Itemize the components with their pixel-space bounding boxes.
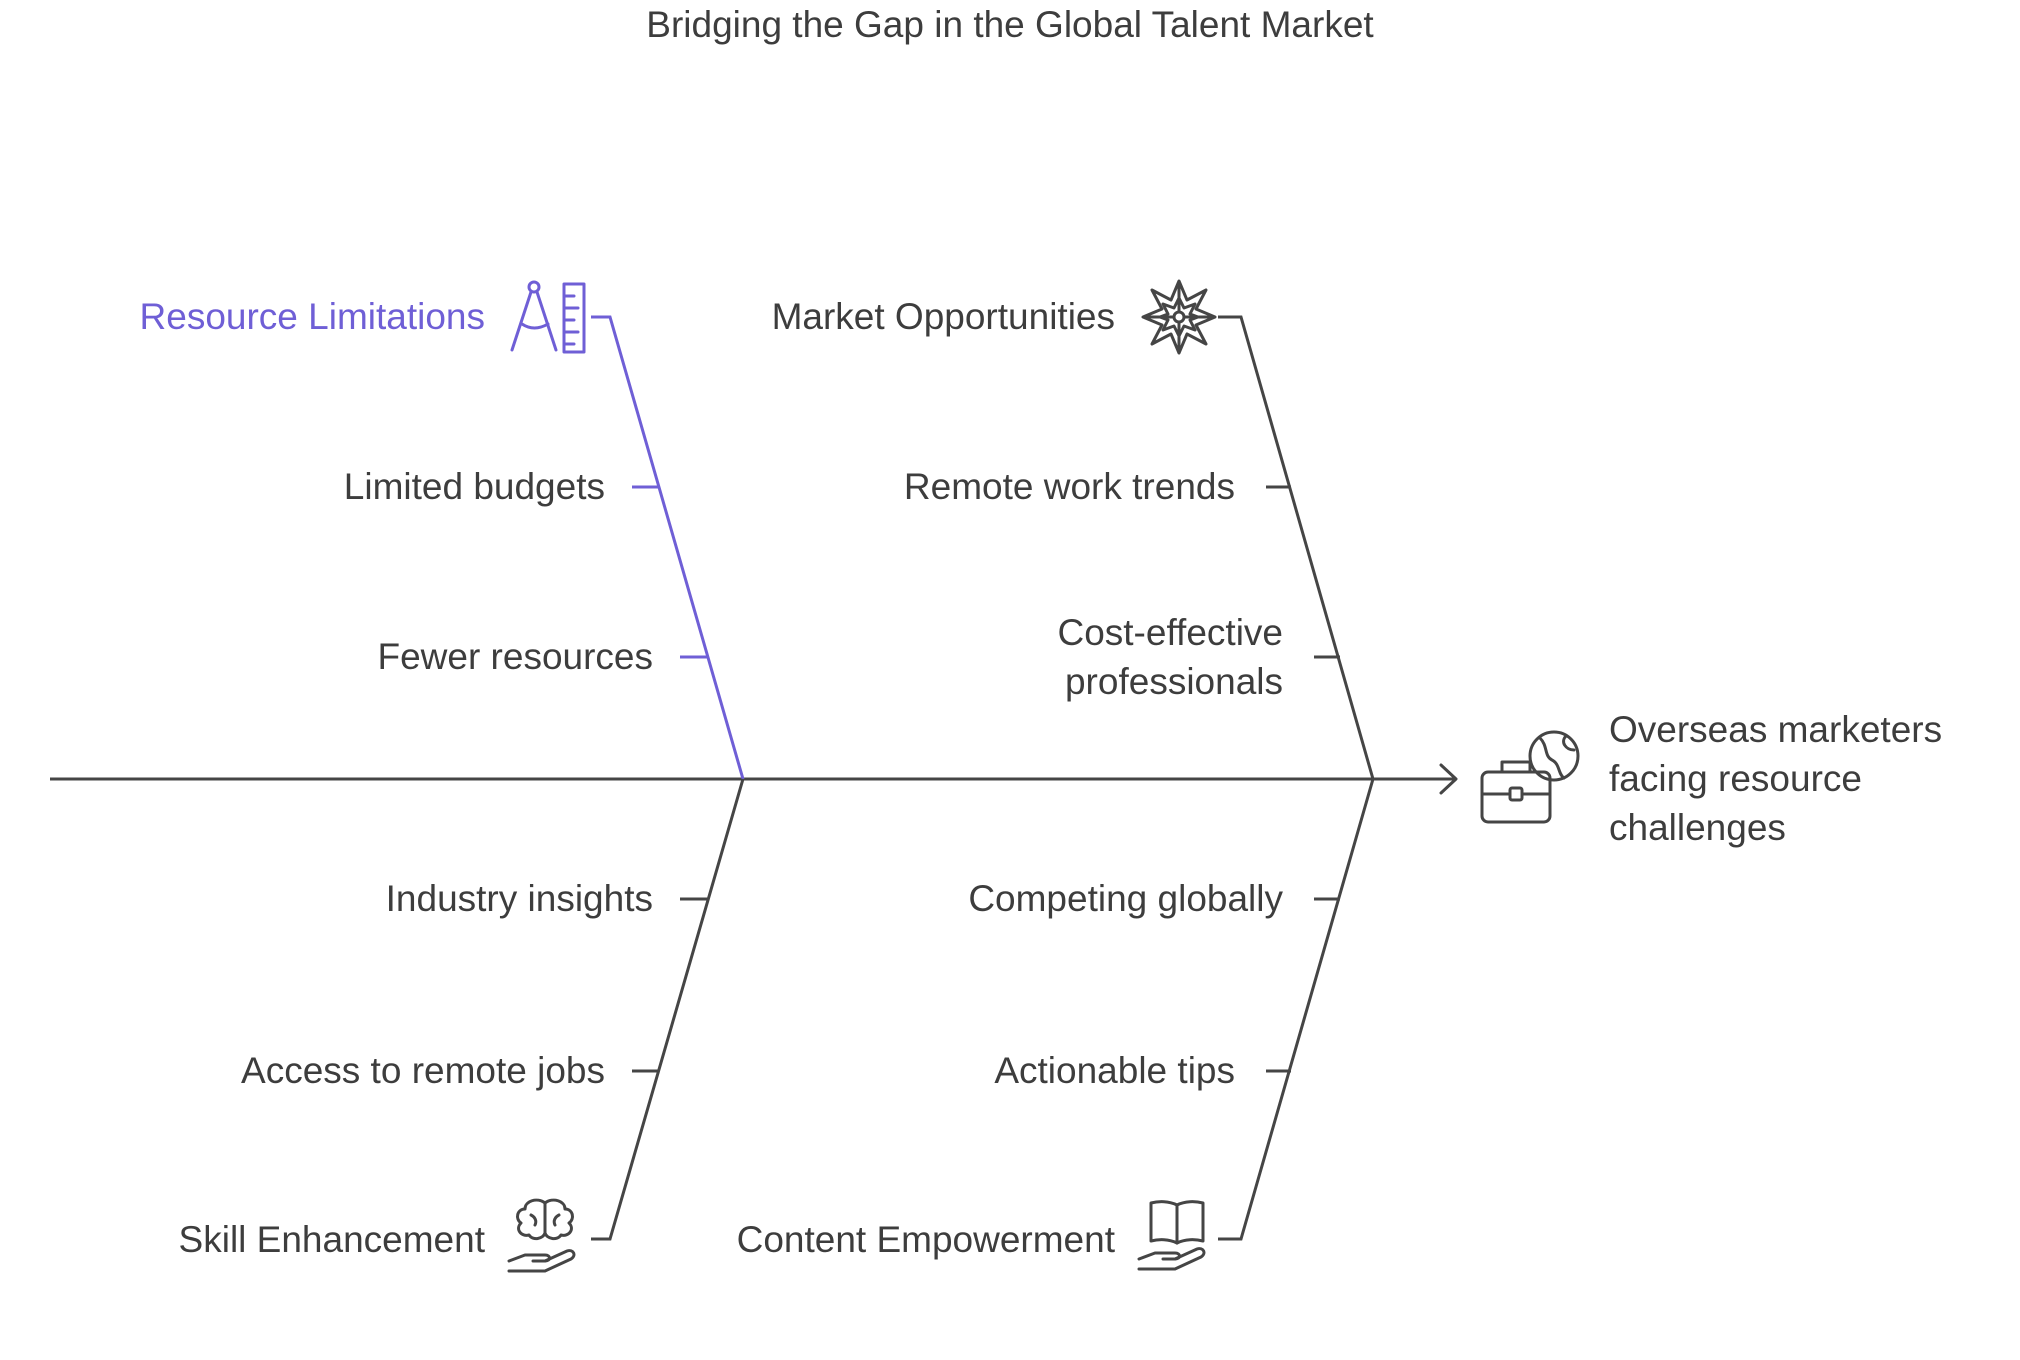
- cause-fewer-resources: Fewer resources: [377, 636, 653, 677]
- ruler-compass-icon: [510, 280, 586, 354]
- cause-competing-globally: Competing globally: [968, 878, 1283, 919]
- category-label-skill-enhancement: Skill Enhancement: [178, 1219, 485, 1260]
- cause-line: Cost-effective: [1057, 612, 1283, 653]
- bone-skill-enhancement: [591, 778, 745, 1241]
- head-label-line: challenges: [1609, 807, 1786, 848]
- category-label-content-empowerment: Content Empowerment: [736, 1219, 1115, 1260]
- bone-content-empowerment: [1218, 778, 1375, 1241]
- bone-resource-limitations: [591, 315, 745, 780]
- cause-remote-work-trends: Remote work trends: [903, 466, 1235, 507]
- book-hand-icon: [1137, 1200, 1206, 1271]
- brain-hand-icon: [507, 1198, 576, 1273]
- cause-access-to-remote-jobs: Access to remote jobs: [241, 1050, 605, 1091]
- cause-industry-insights: Industry insights: [385, 878, 653, 919]
- briefcase-globe-icon: [1480, 730, 1580, 824]
- bone-market-opportunities: [1218, 315, 1375, 780]
- category-label-market-opportunities: Market Opportunities: [771, 296, 1115, 337]
- head-label-line: Overseas marketers: [1609, 709, 1943, 750]
- head-label: Overseas marketers facing resource chall…: [1609, 705, 1942, 852]
- head-label-line: facing resource: [1609, 758, 1862, 799]
- diagram-title: Bridging the Gap in the Global Talent Ma…: [646, 4, 1374, 45]
- cause-actionable-tips: Actionable tips: [994, 1050, 1235, 1091]
- category-label-resource-limitations: Resource Limitations: [139, 296, 485, 337]
- cause-cost-effective-professionals: Cost-effective professionals: [1057, 608, 1283, 706]
- spine-arrowhead: [1439, 763, 1458, 795]
- cause-limited-budgets: Limited budgets: [343, 466, 605, 507]
- starburst-icon: [1141, 279, 1217, 355]
- cause-line: professionals: [1064, 661, 1283, 702]
